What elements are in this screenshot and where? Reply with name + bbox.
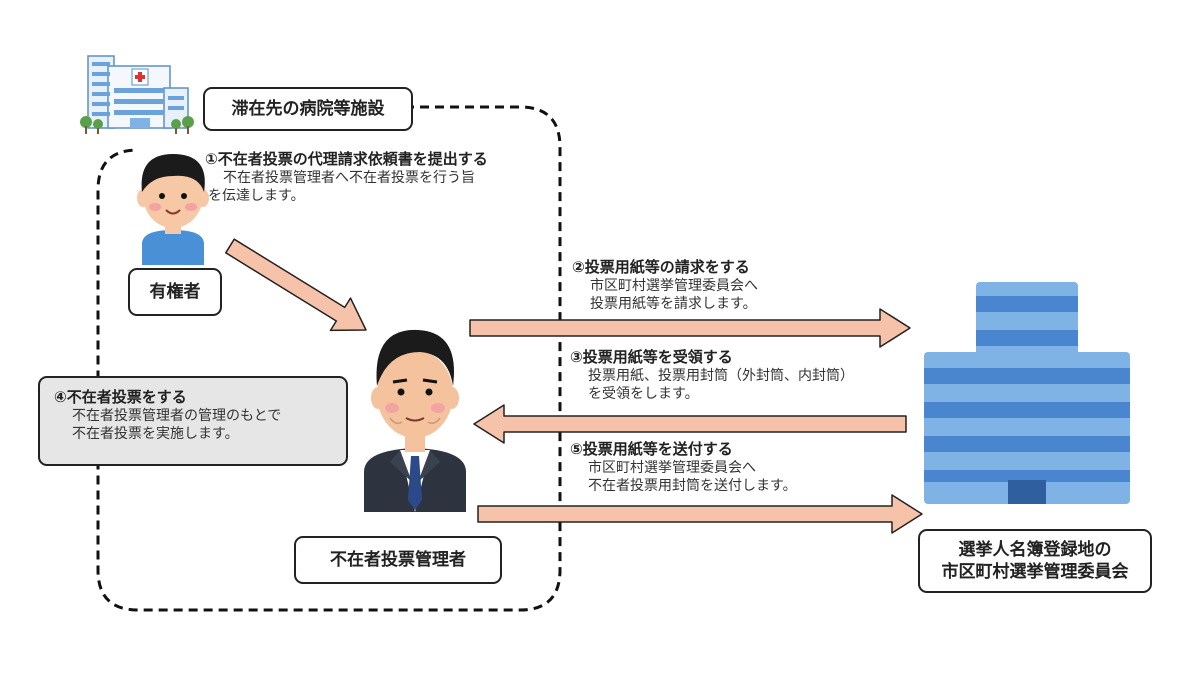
voter-label: 有権者 (128, 268, 222, 316)
step-5-title: ⑤投票用紙等を送付する (570, 440, 733, 458)
step-4-desc-line2: 不在者投票を実施します。 (72, 425, 239, 442)
step-3: ③投票用紙等を受領する 投票用紙、投票用封筒（外封筒、内封筒） を受領をします。 (570, 348, 854, 403)
manager-label-text: 不在者投票管理者 (330, 549, 466, 570)
step-1-desc-line2: を伝達します。 (208, 187, 305, 204)
facility-label-text: 滞在先の病院等施設 (231, 98, 385, 119)
step-2: ②投票用紙等の請求をする 市区町村選挙管理委員会へ 投票用紙等を請求します。 (572, 258, 758, 313)
voter-person-icon (137, 154, 209, 265)
step-4: ④不在者投票をする 不在者投票管理者の管理のもとで 不在者投票を実施します。 (38, 376, 348, 466)
step-5-desc-line1: 市区町村選挙管理委員会へ (588, 459, 756, 476)
step-5: ⑤投票用紙等を送付する 市区町村選挙管理委員会へ 不在者投票用封筒を送付します。 (570, 440, 797, 495)
committee-label: 選挙人名簿登録地の 市区町村選挙管理委員会 (918, 529, 1152, 593)
committee-label-line2: 市区町村選挙管理委員会 (941, 562, 1129, 582)
step-3-desc-line2: を受領をします。 (588, 385, 699, 402)
step-2-desc-line2: 投票用紙等を請求します。 (590, 295, 757, 312)
step-3-desc-line1: 投票用紙、投票用封筒（外封筒、内封筒） (588, 367, 854, 384)
step-1: ①不在者投票の代理請求依頼書を提出する 不在者投票管理者へ不在者投票を行う旨 を… (205, 150, 488, 205)
arrow-send-ballots (477, 494, 923, 534)
voter-label-text: 有権者 (149, 281, 201, 302)
step-3-title: ③投票用紙等を受領する (570, 348, 733, 366)
step-2-desc-line1: 市区町村選挙管理委員会へ (590, 277, 758, 294)
step-4-title: ④不在者投票をする (54, 388, 187, 406)
committee-label-line1: 選挙人名簿登録地の (958, 539, 1112, 560)
step-4-desc-line1: 不在者投票管理者の管理のもとで (72, 407, 282, 424)
manager-label: 不在者投票管理者 (294, 536, 502, 584)
arrow-voter-to-manager (225, 238, 367, 332)
facility-label: 滞在先の病院等施設 (203, 87, 413, 131)
step-5-desc-line2: 不在者投票用封筒を送付します。 (588, 477, 797, 494)
step-1-desc-line1: 不在者投票管理者へ不在者投票を行う旨 (223, 169, 475, 186)
arrow-request-ballots (469, 308, 911, 348)
manager-person-icon (364, 329, 466, 512)
step-2-title: ②投票用紙等の請求をする (572, 258, 750, 276)
hospital-icon (80, 55, 194, 134)
step-1-title: ①不在者投票の代理請求依頼書を提出する (205, 150, 488, 168)
committee-building-icon (924, 282, 1130, 504)
arrow-receive-ballots (473, 404, 907, 444)
